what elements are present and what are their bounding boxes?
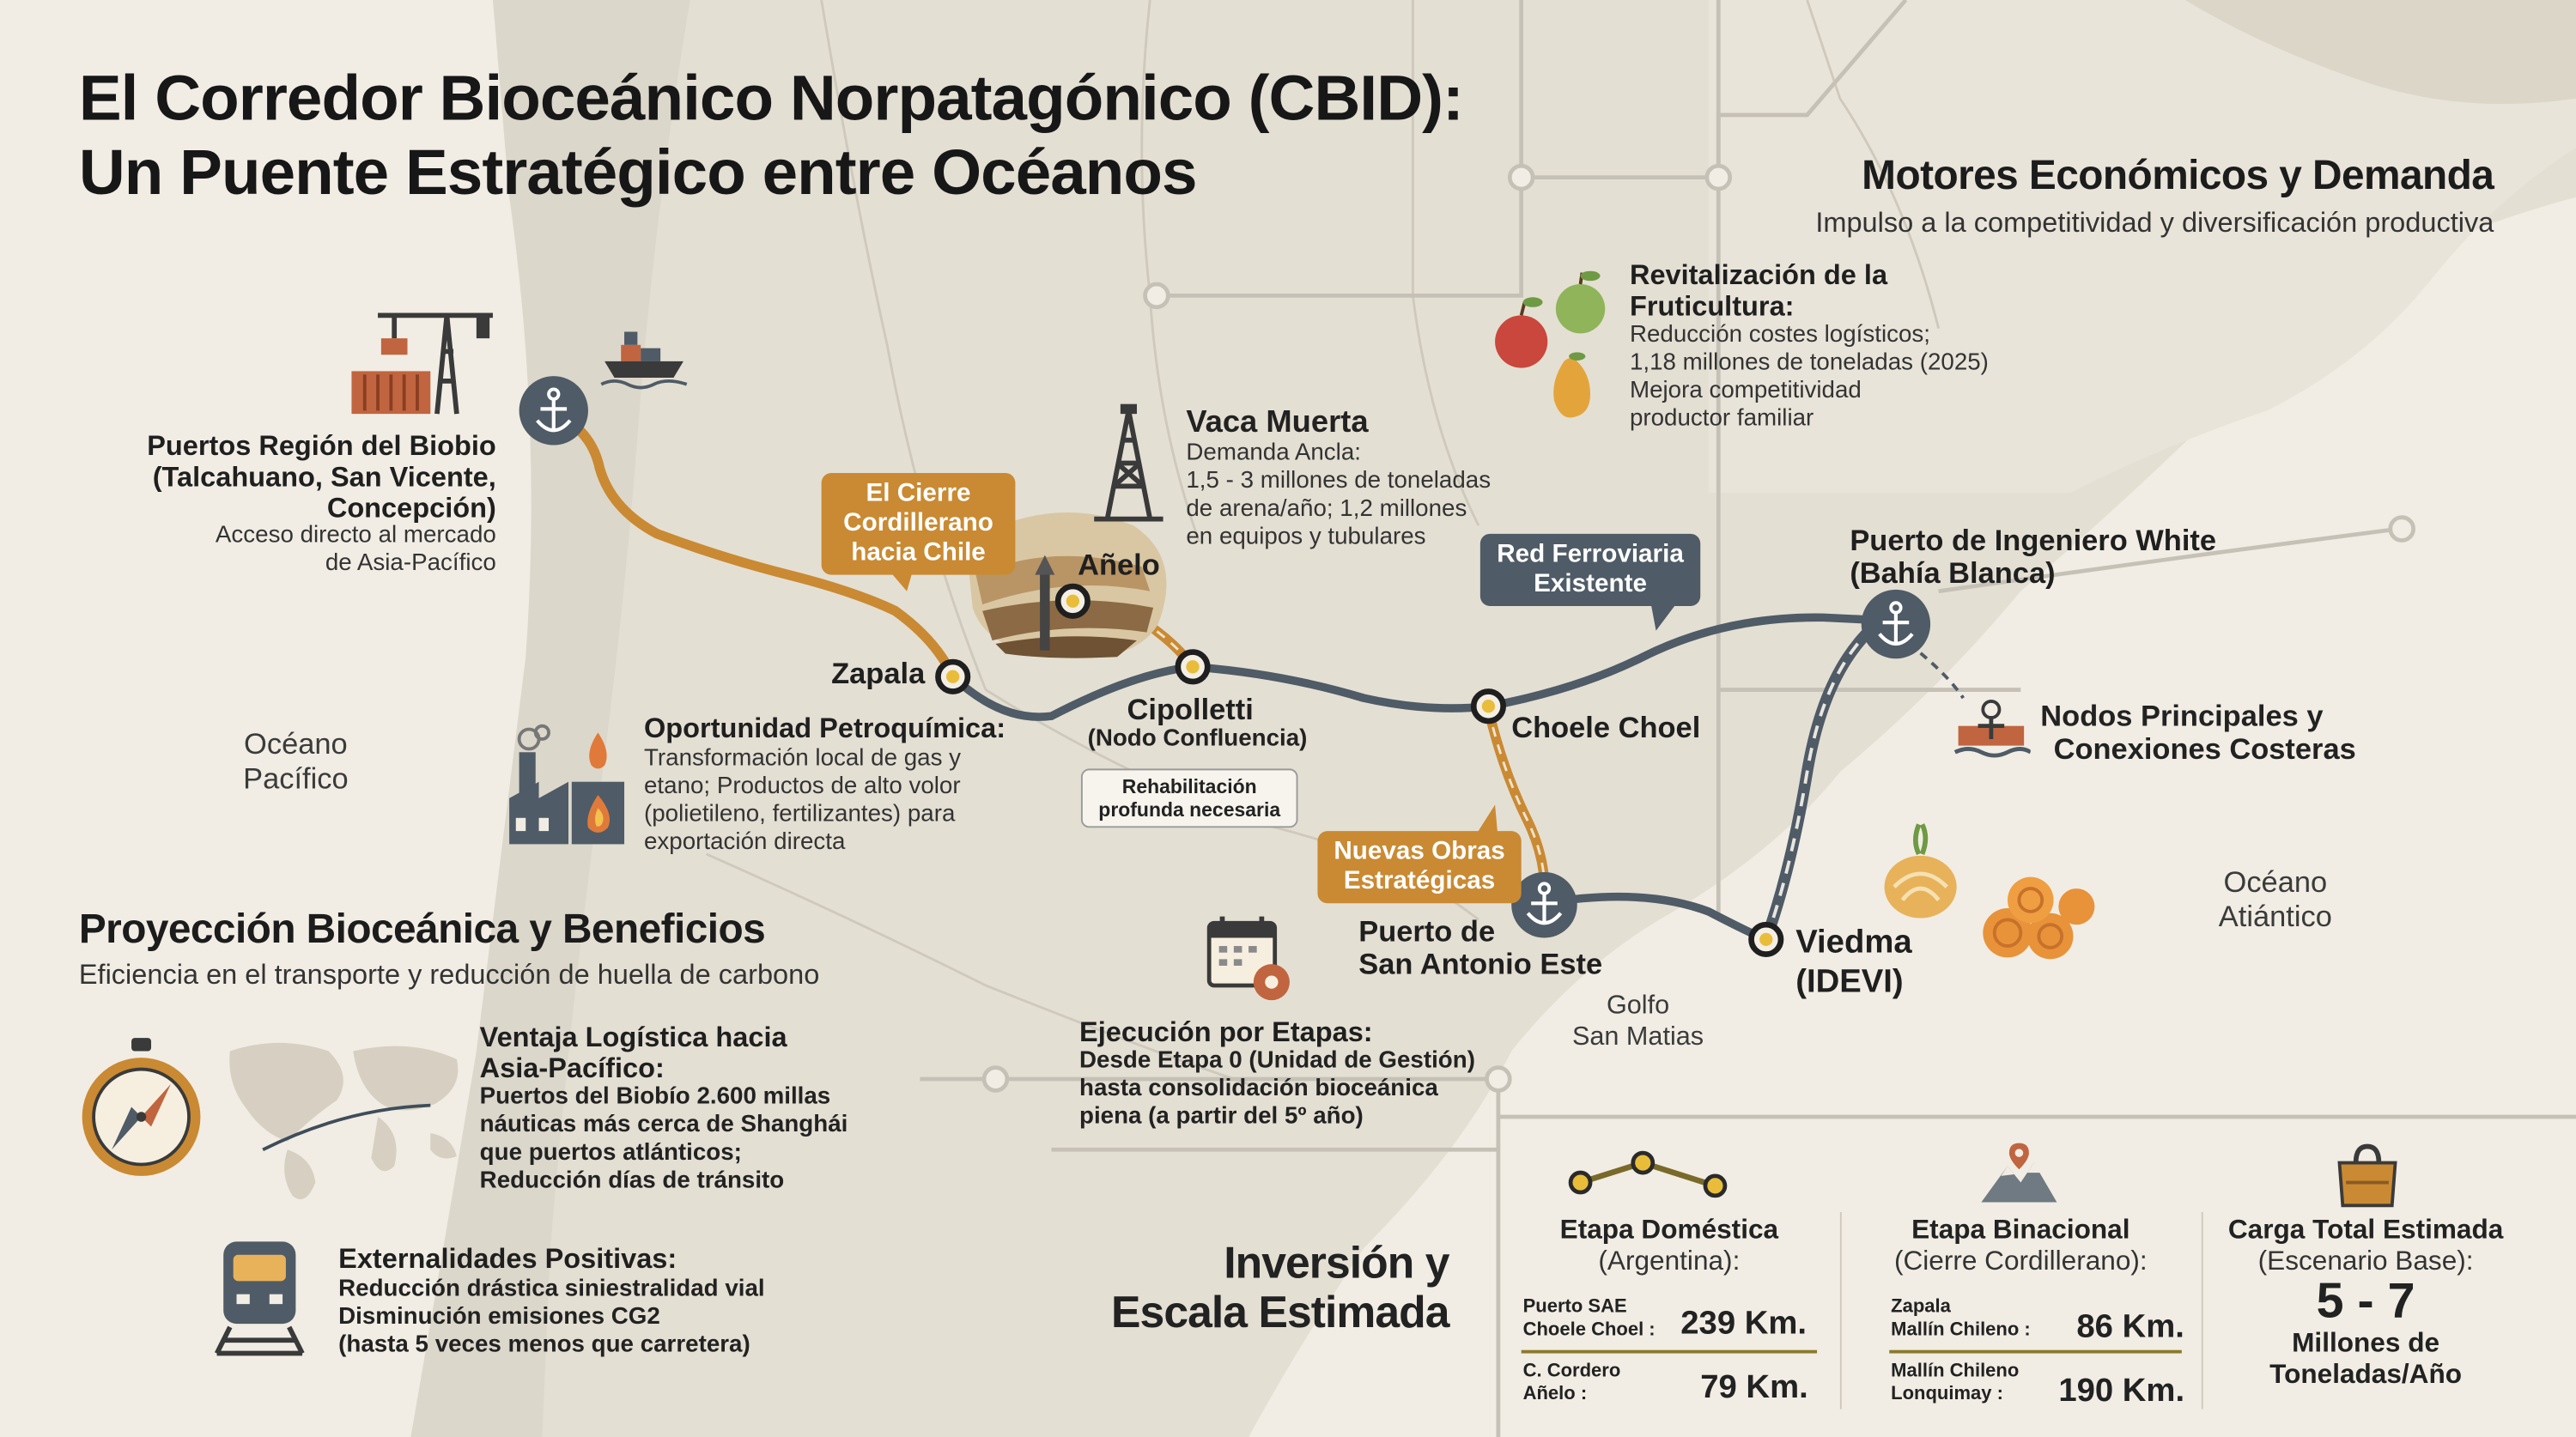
divider — [1839, 1211, 1842, 1410]
domestica-row1-km: 239 Km. — [1680, 1306, 1807, 1343]
ejecucion-text: Desde Etapa 0 (Unidad de Gestión) hasta … — [1079, 1047, 1475, 1131]
route-line-icon — [1568, 1150, 1728, 1198]
carga-title: Carga Total Estimada — [2227, 1215, 2504, 1246]
binacional-row2-label: Mallín Chileno Lonquimay : — [1891, 1361, 2020, 1404]
binacional-row1-label: Zapala Mallín Chileno : — [1891, 1297, 2031, 1341]
domestica-row1-label: Puerto SAE Choele Choel : — [1522, 1297, 1656, 1341]
nodos-label: Nodos Principales y Conexiones Costeras — [2040, 700, 2356, 766]
binacional-sub: (Cierre Cordillerano): — [1893, 1246, 2148, 1276]
city-cipolletti-sub: (Nodo Confluencia) — [1087, 725, 1308, 753]
motores-subtitle: Impulso a la competitividad y diversific… — [1815, 207, 2494, 239]
route-existing-rail — [948, 613, 1897, 721]
vaca-muerta-title: Vaca Muerta — [1186, 405, 1369, 440]
fruit-icon — [1495, 270, 1606, 418]
route-sae-viedma — [1540, 892, 1771, 944]
carga-unit: Millones de Toneladas/Año — [2269, 1328, 2463, 1390]
city-ingeniero-white: Puerto de Ingeniero White (Bahía Blanca) — [1850, 524, 2217, 590]
onion-icon — [1884, 823, 1957, 919]
domestica-row2-km: 79 Km. — [1700, 1369, 1808, 1406]
divider — [1521, 1349, 1818, 1354]
city-anelo: Añelo — [1078, 549, 1160, 582]
gulf-label: Golfo San Matias — [1571, 991, 1704, 1052]
land-west-coast — [410, 0, 690, 1437]
coastal-node-icon — [1953, 700, 2031, 758]
vaca-muerta-text: Demanda Ancla: 1,5 - 3 millones de tonel… — [1186, 440, 1492, 550]
externalidades-title: Externalidades Positivas: — [338, 1243, 677, 1275]
calendar-gear-icon — [1206, 916, 1290, 1001]
page-title: El Corredor Bioceánico Norpatagónico (CB… — [78, 63, 1464, 210]
city-san-antonio-este: Puerto de San Antonio Este — [1358, 914, 1603, 981]
route-cierre-cordillerano — [550, 409, 958, 682]
city-choele-choel: Choele Choel — [1511, 711, 1701, 744]
city-zapala: Zapala — [831, 657, 926, 690]
ventaja-text: Puertos del Biobío 2.600 millas náuticas… — [479, 1083, 848, 1194]
anchor-biobio-icon — [519, 376, 588, 446]
divider — [2201, 1211, 2203, 1410]
petroquimica-title: Oportunidad Petroquímica: — [644, 712, 1006, 744]
ocean-pacific-label: Océano Pacífico — [243, 727, 349, 796]
fruticultura-title: Revitalización de la Fruticultura: — [1629, 259, 1888, 323]
title-line-1: El Corredor Bioceánico Norpatagónico (CB… — [78, 64, 1464, 135]
port-crane-icon — [351, 312, 493, 415]
petroquimica-text: Transformación local de gas y etano; Pro… — [644, 745, 962, 856]
inversion-heading: Inversión y Escala Estimada — [1111, 1238, 1449, 1337]
tag-nuevas-obras: Nuevas Obras Estratégicas — [1317, 831, 1522, 904]
chip-rehabilitacion: Rehabilitación profunda necesaria — [1080, 768, 1298, 828]
proyeccion-subtitle: Eficiencia en el transporte y reducción … — [78, 959, 820, 991]
anchor-sae-icon — [1511, 871, 1577, 938]
domestica-sub: (Argentina): — [1598, 1246, 1741, 1276]
petrochemical-plant-icon — [509, 724, 625, 845]
anchor-white-icon — [1861, 589, 1931, 659]
land-east — [1708, 0, 2576, 493]
title-line-2: Un Puente Estratégico entre Océanos — [78, 137, 1198, 209]
biobio-text: Acceso directo al mercado de Asia-Pacífi… — [215, 522, 496, 577]
biobio-title: Puertos Región del Biobio (Talcahuano, S… — [147, 430, 496, 524]
ventaja-title: Ventaja Logística hacia Asia-Pacífico: — [479, 1022, 787, 1084]
ejecucion-title: Ejecución por Etapas: — [1079, 1016, 1373, 1048]
binacional-title: Etapa Binacional — [1911, 1215, 2130, 1246]
mountain-pin-icon — [1981, 1143, 2057, 1203]
binacional-row2-km: 190 Km. — [2058, 1373, 2185, 1410]
ocean-atlantic-label: Océano Atiántico — [2218, 865, 2332, 933]
motores-heading: Motores Económicos y Demanda — [1862, 152, 2494, 199]
tag-red-ferroviaria: Red Ferroviaria Existente — [1479, 533, 1701, 606]
hay-bales-icon — [1983, 876, 2095, 960]
ship-icon — [600, 331, 688, 390]
binacional-row1-km: 86 Km. — [2076, 1308, 2184, 1345]
train-icon — [214, 1241, 305, 1356]
cargo-bag-icon — [2337, 1143, 2397, 1208]
fruticultura-text: Reducción costes logísticos; 1,18 millon… — [1629, 322, 1989, 433]
tag-cierre-cordillerano: El Cierre Cordillerano hacia Chile — [821, 473, 1016, 575]
domestica-title: Etapa Doméstica — [1559, 1215, 1779, 1246]
city-cipolletti: Cipolletti — [1127, 693, 1254, 726]
divider — [1889, 1349, 2182, 1354]
city-viedma: Viedma (IDEVI) — [1795, 925, 1912, 1001]
carga-value: 5 - 7 — [2316, 1274, 2415, 1329]
carga-sub: (Escenario Base): — [2257, 1246, 2474, 1276]
land-patch-upper — [2184, 0, 2576, 105]
oil-rig-icon — [1094, 403, 1163, 522]
proyeccion-heading: Proyección Bioceánica y Beneficios — [78, 906, 766, 953]
compass-icon — [82, 1038, 201, 1176]
externalidades-text: Reducción drástica siniestralidad vial D… — [338, 1276, 765, 1359]
domestica-row2-label: C. Cordero Añelo : — [1522, 1361, 1621, 1404]
